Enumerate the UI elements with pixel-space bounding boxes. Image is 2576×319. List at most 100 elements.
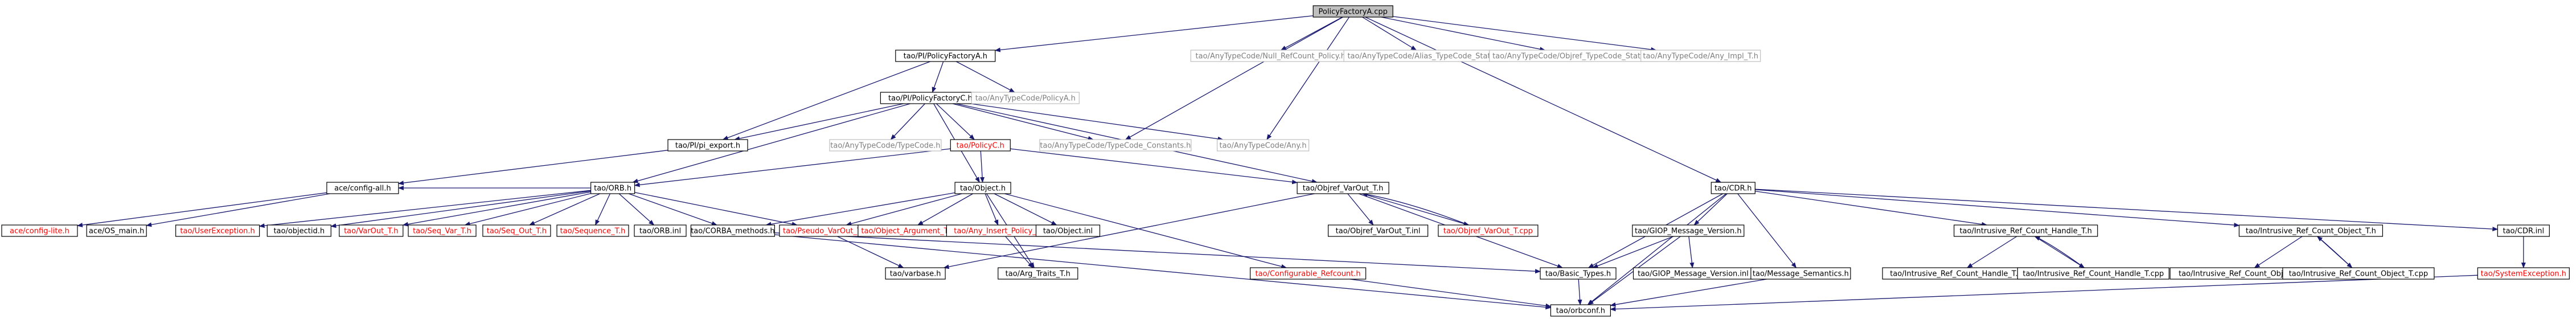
edge-cdr-to-giop bbox=[1693, 193, 1728, 226]
node-irch-inl[interactable]: tao/Intrusive_Ref_Count_Handle_T.inl bbox=[1882, 267, 2034, 280]
node-objectid[interactable]: tao/objectid.h bbox=[266, 224, 331, 237]
node-varout[interactable]: tao/VarOut_T.h bbox=[339, 224, 404, 237]
node-box bbox=[2497, 224, 2550, 237]
node-box bbox=[634, 224, 687, 237]
edge-anyins-to-argtraits bbox=[1005, 236, 1033, 268]
node-nrp[interactable]: tao/AnyTypeCode/Null_RefCount_Policy.h bbox=[1190, 50, 1351, 62]
edge-ace_config-to-ace_os bbox=[146, 193, 330, 227]
edge-objvar-to-objvar_cpp bbox=[1362, 193, 1470, 226]
node-anyins[interactable]: tao/Any_Insert_Policy_T.h bbox=[946, 224, 1055, 237]
node-pseudo[interactable]: tao/Pseudo_VarOut_T.h bbox=[779, 224, 872, 237]
node-ace-config[interactable]: ace/config-all.h bbox=[326, 182, 399, 194]
edge-giop-to-basic bbox=[1592, 236, 1674, 268]
node-cdr[interactable]: tao/CDR.h bbox=[1711, 182, 1755, 194]
edge-policyc-to-object bbox=[980, 150, 985, 183]
node-box bbox=[2282, 267, 2435, 280]
node-pfc[interactable]: tao/PI/PolicyFactoryC.h bbox=[880, 92, 981, 104]
node-userexc[interactable]: tao/UserException.h bbox=[175, 224, 260, 237]
node-atc-any[interactable]: tao/AnyTypeCode/Any.h bbox=[1217, 139, 1310, 152]
edge-root-to-atc_objref bbox=[1381, 17, 1546, 52]
node-objvar-cpp[interactable]: tao/Objref_VarOut_T.cpp bbox=[1438, 224, 1539, 237]
node-irco[interactable]: tao/Intrusive_Ref_Count_Object_T.h bbox=[2238, 224, 2383, 237]
node-label: tao/AnyTypeCode/TypeCode.h bbox=[830, 142, 940, 150]
node-varbase[interactable]: tao/varbase.h bbox=[885, 267, 946, 280]
node-box bbox=[556, 224, 629, 237]
node-ace-os[interactable]: ace/OS_main.h bbox=[86, 224, 147, 237]
node-seqout[interactable]: tao/Seq_Out_T.h bbox=[482, 224, 551, 237]
edge-pfc-to-atc_any bbox=[970, 103, 1224, 141]
node-box bbox=[1039, 139, 1192, 152]
edge-object-to-object_inl bbox=[994, 193, 1057, 226]
node-box bbox=[86, 224, 147, 237]
node-any-impl[interactable]: tao/AnyTypeCode/Any_Impl_T.h bbox=[1640, 50, 1761, 62]
node-objvar[interactable]: tao/Objref_VarOut_T.h bbox=[1297, 182, 1389, 194]
node-objvar-inl[interactable]: tao/Objref_VarOut_T.inl bbox=[1328, 224, 1429, 237]
node-seqvar[interactable]: tao/Seq_Var_T.h bbox=[408, 224, 477, 237]
node-irco-cpp[interactable]: tao/Intrusive_Ref_Count_Object_T.cpp bbox=[2282, 267, 2435, 280]
node-atc-alias[interactable]: tao/AnyTypeCode/Alias_TypeCode_Static.h bbox=[1343, 50, 1508, 62]
node-objarg[interactable]: tao/Object_Argument_T.h bbox=[858, 224, 958, 237]
node-box bbox=[2477, 267, 2570, 280]
node-giop[interactable]: tao/GIOP_Message_Version.h bbox=[1632, 224, 1745, 237]
node-root[interactable]: PolicyFactoryA.cpp bbox=[1312, 5, 1393, 18]
node-label: tao/Objref_VarOut_T.inl bbox=[1336, 227, 1421, 236]
edge-cdr-to-msgsem bbox=[1737, 193, 1797, 268]
node-argtraits[interactable]: tao/Arg_Traits_T.h bbox=[998, 267, 1078, 280]
node-orbconf[interactable]: tao/orbconf.h bbox=[1550, 304, 1611, 317]
node-box bbox=[1297, 182, 1389, 194]
edge-pfh-to-pfc bbox=[932, 61, 944, 93]
node-orb[interactable]: tao/ORB.h bbox=[590, 182, 635, 194]
node-label: tao/CORBA_methods.h bbox=[691, 227, 774, 236]
edge-pfh-to-pfa bbox=[955, 61, 1015, 93]
node-label: tao/Pseudo_VarOut_T.h bbox=[783, 227, 868, 236]
edge-objvar_cpp-to-objvar bbox=[1361, 192, 1469, 226]
edge-giop-to-giop_inl bbox=[1688, 236, 1695, 268]
node-policyc[interactable]: tao/PolicyC.h bbox=[950, 139, 1011, 152]
node-basic[interactable]: tao/Basic_Types.h bbox=[1540, 267, 1617, 280]
node-atc-tc[interactable]: tao/AnyTypeCode/TypeCode.h bbox=[829, 139, 942, 152]
node-sysexc[interactable]: tao/SystemException.h bbox=[2477, 267, 2570, 280]
node-sequence[interactable]: tao/Sequence_T.h bbox=[556, 224, 629, 237]
node-label: tao/orbconf.h bbox=[1556, 307, 1605, 316]
node-irch[interactable]: tao/Intrusive_Ref_Count_Handle_T.h bbox=[1954, 224, 2098, 237]
node-label: tao/UserException.h bbox=[180, 227, 255, 236]
node-box bbox=[266, 224, 331, 237]
node-cdr-inl[interactable]: tao/CDR.inl bbox=[2497, 224, 2550, 237]
node-box bbox=[175, 224, 260, 237]
node-giop-inl[interactable]: tao/GIOP_Message_Version.inl bbox=[1632, 267, 1754, 280]
edge-objvar-to-objvar_inl bbox=[1347, 193, 1374, 226]
node-label: ace/OS_main.h bbox=[89, 227, 144, 236]
node-label: tao/Any_Insert_Policy_T.h bbox=[954, 227, 1047, 236]
edge-corba-to-basic bbox=[774, 232, 1541, 274]
node-box bbox=[1250, 267, 1367, 280]
node-box bbox=[590, 182, 635, 194]
edge-cdr-to-irco bbox=[1755, 189, 2240, 228]
node-box bbox=[690, 224, 776, 237]
node-object-inl[interactable]: tao/Object.inl bbox=[1035, 224, 1101, 237]
node-confref[interactable]: tao/Configurable_Refcount.h bbox=[1250, 267, 1367, 280]
node-atc-const[interactable]: tao/AnyTypeCode/TypeCode_Constants.h bbox=[1039, 139, 1192, 152]
edge-orb-to-seqout bbox=[528, 193, 600, 226]
node-object[interactable]: tao/Object.h bbox=[954, 182, 1011, 194]
node-ace-lite[interactable]: ace/config-lite.h bbox=[1, 224, 78, 237]
node-pfa[interactable]: tao/AnyTypeCode/PolicyA.h bbox=[971, 92, 1080, 104]
node-label: tao/Objref_VarOut_T.cpp bbox=[1443, 227, 1533, 236]
node-label: tao/AnyTypeCode/Objref_TypeCode_Static.h bbox=[1492, 52, 1654, 61]
node-corba[interactable]: tao/CORBA_methods.h bbox=[690, 224, 776, 237]
node-label: tao/AnyTypeCode/Any_Impl_T.h bbox=[1643, 52, 1758, 61]
node-msgsem[interactable]: tao/Message_Semantics.h bbox=[1750, 267, 1851, 280]
node-pfh[interactable]: tao/PI/PolicyFactoryA.h bbox=[895, 50, 996, 62]
edge-irch_cpp-to-irch bbox=[2034, 236, 2085, 268]
node-box bbox=[667, 139, 748, 152]
node-pi-export[interactable]: tao/PI/pi_export.h bbox=[667, 139, 748, 152]
node-label: tao/Intrusive_Ref_Count_Object_T.inl bbox=[2179, 270, 2313, 279]
node-label: tao/Message_Semantics.h bbox=[1753, 270, 1849, 279]
node-atc-objref[interactable]: tao/AnyTypeCode/Objref_TypeCode_Static.h bbox=[1489, 50, 1658, 62]
node-orb-inl[interactable]: tao/ORB.inl bbox=[634, 224, 687, 237]
node-box bbox=[1328, 224, 1429, 237]
edge-sysexc-to-orbconf bbox=[1610, 275, 2478, 312]
node-irch-cpp[interactable]: tao/Intrusive_Ref_Count_Handle_T.cpp bbox=[2017, 267, 2169, 280]
edge-pfc-to-atc_const bbox=[952, 103, 1094, 141]
node-label: tao/Intrusive_Ref_Count_Handle_T.h bbox=[1959, 227, 2091, 236]
node-label: tao/Object_Argument_T.h bbox=[861, 227, 954, 236]
